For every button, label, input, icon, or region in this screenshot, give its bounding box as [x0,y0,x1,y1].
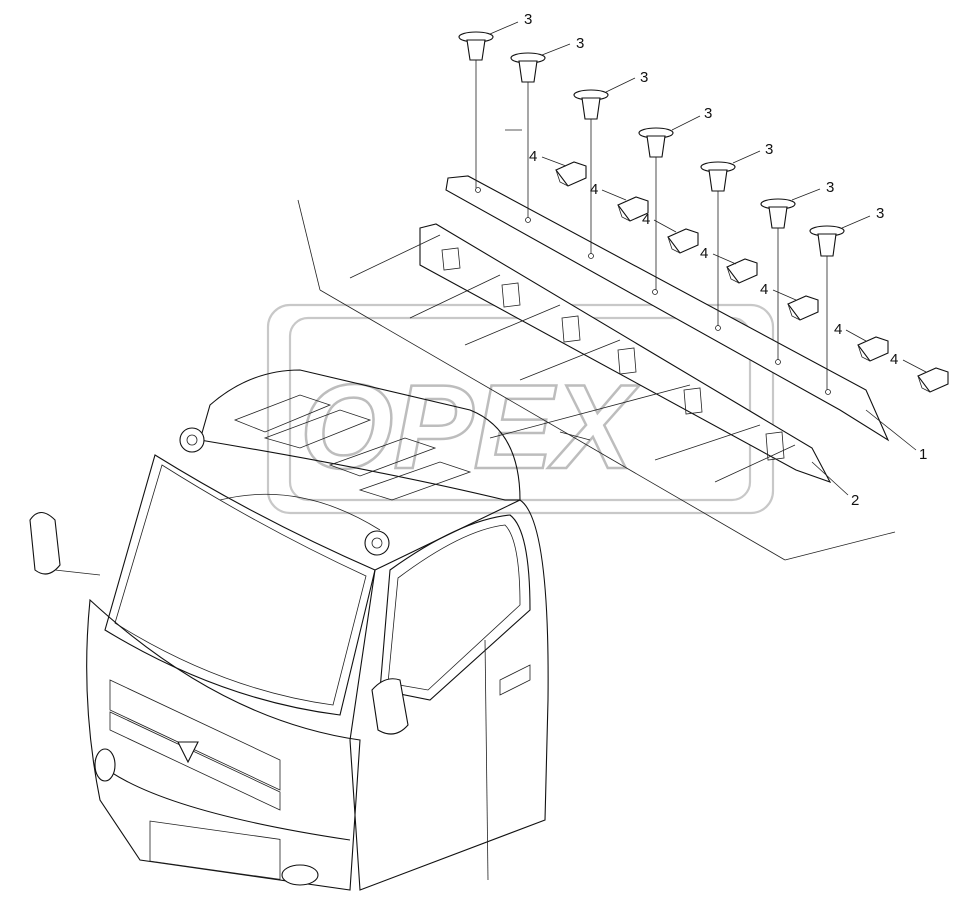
mirror-arm [54,569,101,576]
clip [510,52,546,218]
bracket-tab [765,431,785,461]
callout-2: 2 [851,492,859,509]
callout-3: 3 [524,11,532,28]
windshield-inner [114,464,367,706]
callout-3: 3 [576,35,584,52]
callout-1: 1 [919,446,927,463]
bolts-part-4 [555,161,949,393]
bumper-line [94,759,351,841]
rail-part-1 [445,175,890,442]
rail-hole [652,289,658,295]
callout-3: 3 [826,179,834,196]
callout-4: 4 [760,281,768,298]
callout-4: 4 [834,321,842,338]
rail-part-2 [419,223,832,483]
bolt [787,295,819,321]
brand-emblem [177,741,199,764]
callout-labels: 3 3 3 3 3 3 3 4 4 4 4 4 4 4 1 2 [524,11,927,509]
cab-front [86,598,361,891]
assembly-lines [297,129,896,561]
roof-marker-lamp [364,530,390,556]
callout-4: 4 [890,351,898,368]
windshield [104,454,376,716]
truck-cab [29,369,549,891]
bolt [857,336,889,362]
grille-lower [109,711,281,811]
roof-rib [263,409,372,449]
roof-marker-lamp-center [371,537,383,549]
clip [573,89,609,254]
grille-upper [109,679,281,791]
callout-4: 4 [590,181,598,198]
fog-lamp [281,864,319,886]
roof-marker-lamp [179,427,205,453]
rail-hole [475,187,481,193]
bolt [555,161,587,187]
roof-rail-bracket [419,223,832,483]
side-mirror-left [29,511,61,575]
bracket-tab [441,247,461,271]
fog-lamp [94,748,116,782]
bracket-tab [617,347,637,375]
bolt [917,367,949,393]
bracket-tab [561,315,581,343]
clip [700,161,736,326]
callout-3: 3 [640,69,648,86]
bracket-tab [683,387,703,415]
door-handle [499,664,531,696]
clip [809,225,845,390]
roof-rib [358,461,472,501]
watermark-text: OPEX [300,360,640,494]
callout-4: 4 [642,211,650,228]
callout-3: 3 [765,141,773,158]
roof-rib [233,394,332,433]
cab-roof [199,369,521,501]
clip [760,198,796,360]
bracket-tab [501,282,521,308]
bolt [617,196,649,222]
cab-side [349,499,549,891]
clips-part-3 [458,31,845,390]
bolt [667,228,699,254]
clip [458,31,494,188]
roof-edge [219,493,381,531]
side-window-inner [387,524,521,691]
bolt [726,258,758,284]
callout-3: 3 [704,105,712,122]
side-mirror-right [371,678,409,735]
callout-leaders [489,21,927,496]
callout-4: 4 [529,148,537,165]
callout-4: 4 [700,245,708,262]
door-line [484,639,489,881]
license-plate-area [149,820,281,880]
roof-rail-strip [445,175,890,442]
side-window [379,514,531,701]
roof-rib [328,437,437,477]
callout-3: 3 [876,205,884,222]
clip [638,127,674,290]
roof-marker-lamp-center [186,434,198,446]
rail-hole [825,389,831,395]
